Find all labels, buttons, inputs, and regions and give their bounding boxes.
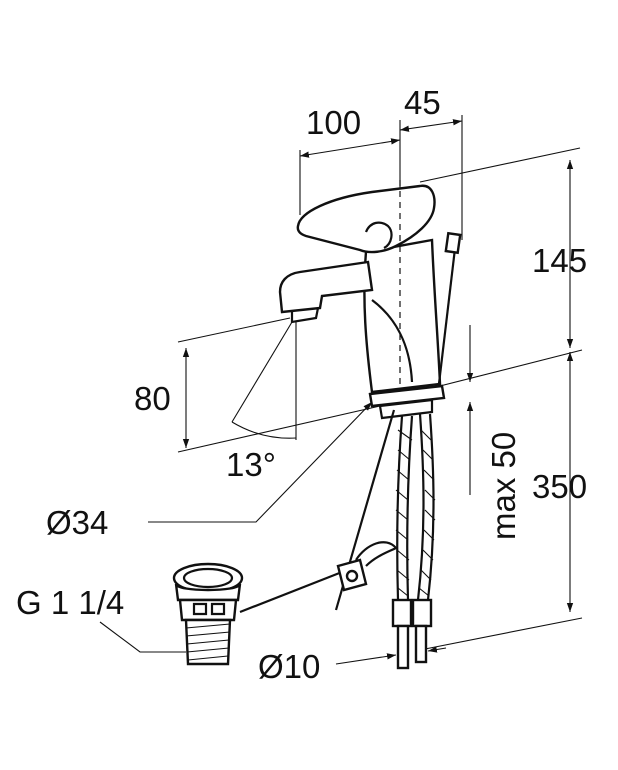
deck-thickness-group: max 50 [466, 325, 522, 540]
faucet-spout [278, 260, 374, 314]
lever-pivot [364, 221, 393, 249]
dimension-line-45 [399, 119, 463, 132]
extension-line-deck-left [177, 405, 381, 453]
fitting-right-nut [411, 598, 433, 628]
label-base-diameter: Ø34 [46, 504, 108, 541]
base-plate [368, 384, 446, 408]
label-13-degrees: 13° [226, 446, 276, 483]
extension-line-bottom [419, 617, 583, 651]
linkage-spring-clip [355, 541, 398, 567]
linkage-screw [345, 569, 359, 583]
leader-hose-diameter-right [427, 646, 447, 653]
extension-line-top [419, 147, 581, 183]
waste-thread-lines [185, 623, 231, 661]
popup-rod [436, 239, 458, 393]
waste-body-upper [178, 598, 238, 622]
waste-valve [172, 562, 244, 666]
leader-waste-thread [99, 621, 186, 653]
waste-thread-group: G 1 1/4 [16, 584, 186, 653]
base-diameter-group: Ø34 [46, 401, 373, 541]
label-45: 45 [404, 84, 441, 121]
angle-line-inclined [231, 321, 293, 423]
extension-line-deck [439, 349, 583, 387]
fitting-right-tube [414, 624, 428, 664]
label-100: 100 [306, 104, 361, 141]
popup-linkage [239, 409, 398, 614]
top-dimension-group: 100 45 [299, 84, 463, 240]
hose-right-outer [416, 413, 425, 601]
faucet-body [278, 180, 462, 420]
pivot-rod [239, 570, 343, 614]
label-hose-diameter: Ø10 [258, 648, 320, 685]
label-waste-thread: G 1 1/4 [16, 584, 124, 621]
hose-left-braid [395, 429, 413, 597]
label-350: 350 [532, 468, 587, 505]
fitting-left-tube [396, 624, 410, 670]
supply-hoses [391, 413, 436, 670]
base-washer [378, 398, 434, 420]
right-dimension-group: 145 350 [419, 147, 587, 651]
waste-flange-inner [182, 567, 234, 589]
left-dimension-group: 80 13° [134, 317, 381, 483]
fitting-left-nut [391, 598, 413, 628]
extension-line-spout-tip [177, 317, 291, 343]
hose-diameter-group: Ø10 [258, 646, 447, 685]
dimension-line-100 [299, 138, 401, 158]
label-80: 80 [134, 380, 171, 417]
hose-left-outer [396, 415, 404, 601]
angle-arc [231, 421, 297, 439]
hose-left-inner [406, 415, 414, 601]
waste-slot-left [192, 602, 208, 616]
waste-flange-rim [174, 582, 242, 602]
leader-hose-diameter-left [335, 653, 397, 665]
faucet-column [363, 238, 442, 394]
column-curve [371, 299, 414, 383]
hose-right-braid [418, 429, 436, 597]
leader-base-diameter [148, 401, 373, 523]
popup-knob [444, 231, 462, 255]
label-145: 145 [532, 242, 587, 279]
hose-right-inner [426, 413, 435, 601]
spout-aerator [290, 307, 320, 324]
label-max-50: max 50 [485, 432, 522, 540]
waste-slot-right [210, 602, 226, 616]
